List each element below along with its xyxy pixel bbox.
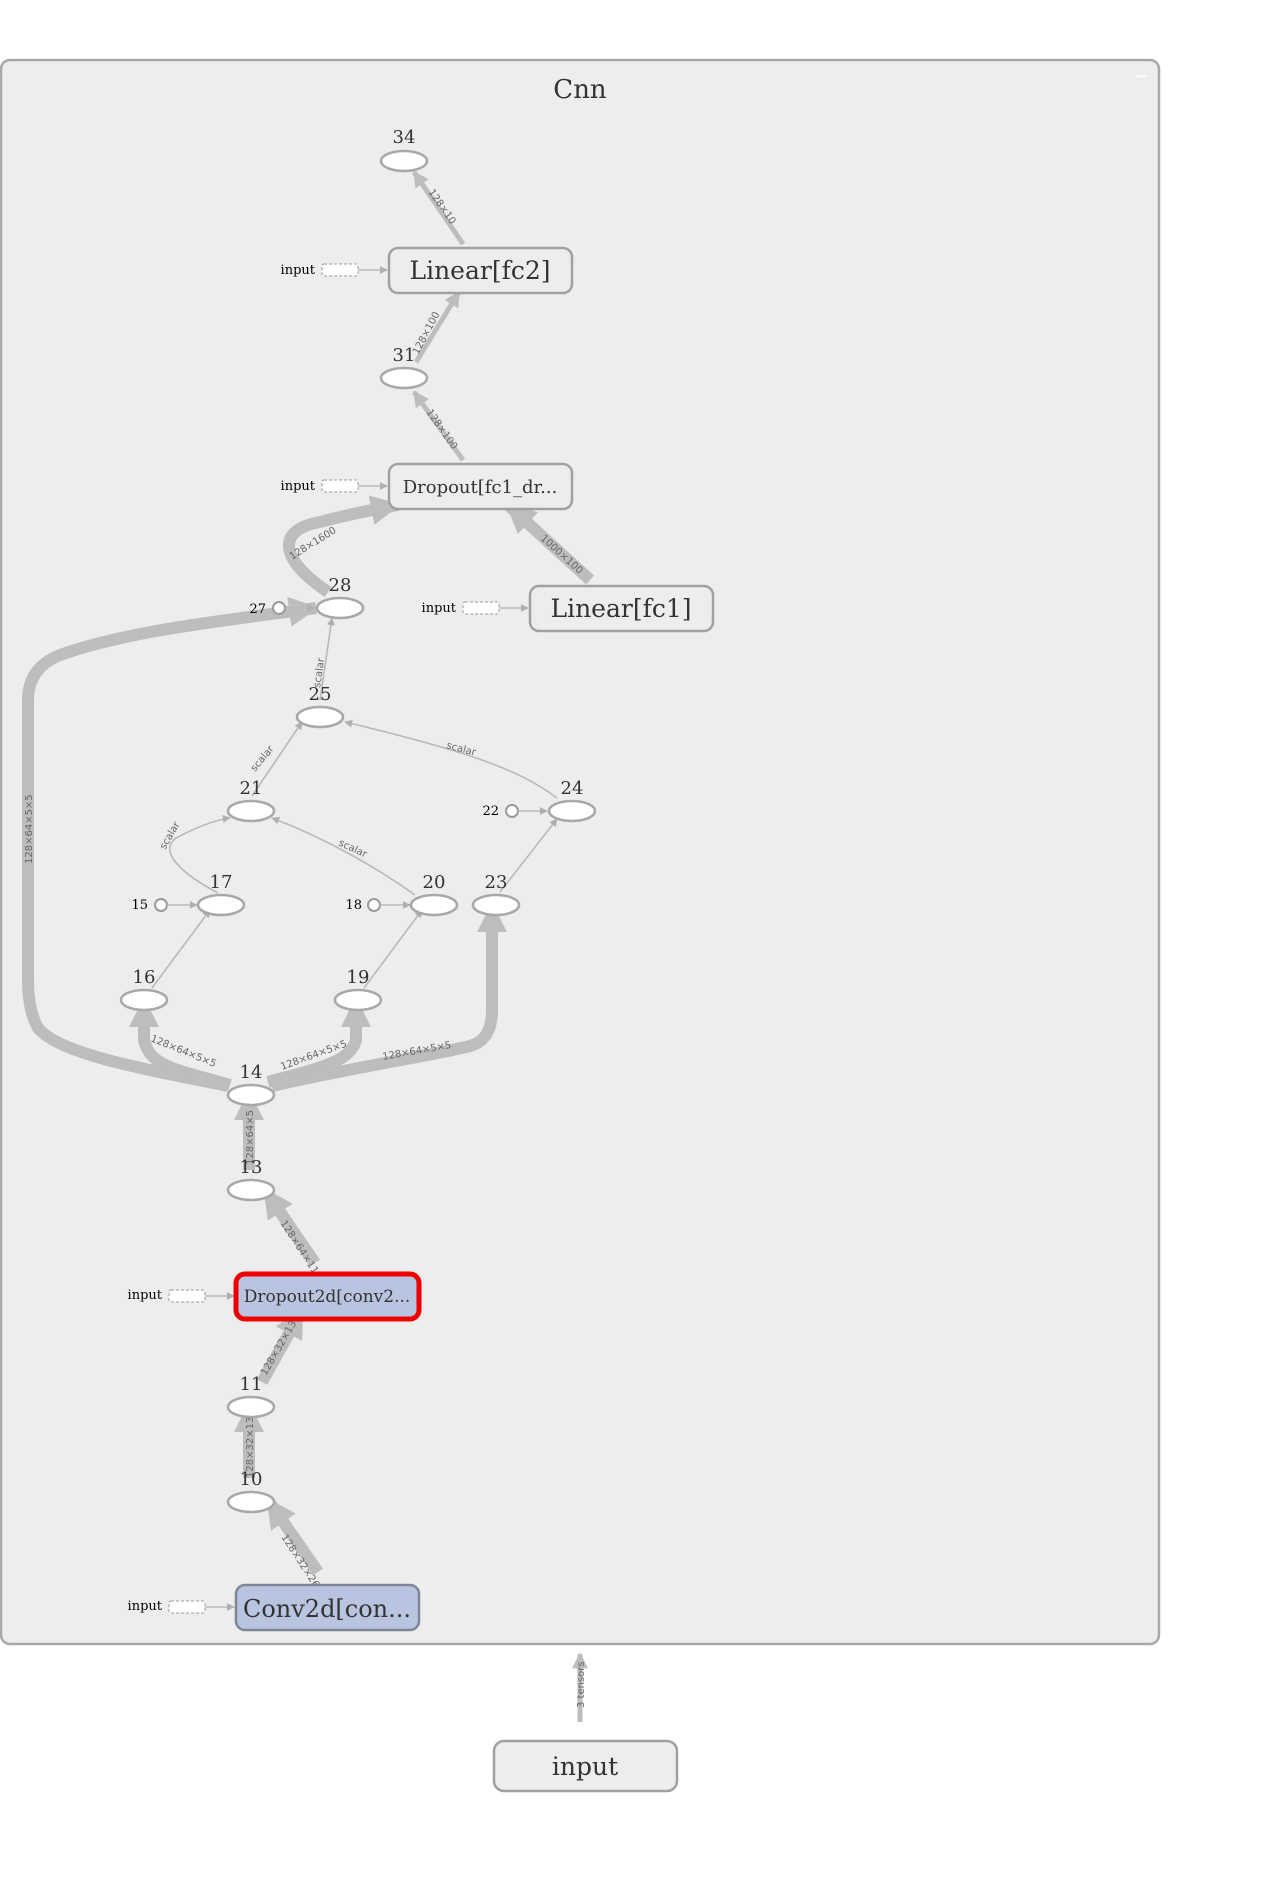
stub-dropout[interactable]: input (281, 479, 388, 494)
dropout2d-node[interactable]: Dropout2d[conv2... (233, 1271, 422, 1322)
cnn-group[interactable]: Cnn − (0, 58, 1161, 1646)
node-label: 19 (347, 967, 370, 988)
node-label: 31 (393, 345, 416, 366)
node-17[interactable]: 17 (196, 872, 246, 917)
const-label: 15 (131, 898, 148, 913)
dropout-label: Dropout[fc1_dr... (403, 477, 558, 498)
node-label: 13 (240, 1157, 263, 1178)
const-15[interactable]: 15 (131, 898, 198, 913)
node-31[interactable]: 31 (379, 345, 429, 390)
edge-16-17 (151, 909, 211, 989)
node-10[interactable]: 10 (226, 1469, 276, 1514)
node-28[interactable]: 28 (315, 575, 365, 620)
node-label: 23 (485, 872, 508, 893)
edge-label: 128×64×5×5 (24, 794, 35, 864)
node-11[interactable]: 11 (226, 1374, 276, 1419)
dropout-node[interactable]: Dropout[fc1_dr... (387, 462, 574, 511)
input-label: input (552, 1752, 618, 1781)
edge-19-20 (363, 909, 423, 989)
const-label: 22 (482, 804, 499, 819)
node-13[interactable]: 13 (226, 1157, 276, 1202)
fc2-label: Linear[fc2] (409, 256, 550, 285)
node-label: 16 (133, 967, 156, 988)
stub-fc1[interactable]: input (422, 601, 529, 616)
node-16[interactable]: 16 (119, 967, 169, 1012)
edge-label: 3 tensors (576, 1661, 587, 1708)
const-label: 27 (249, 602, 266, 617)
node-label: 24 (561, 778, 584, 799)
node-25[interactable]: 25 (295, 684, 345, 729)
edge-label: scalar (312, 656, 327, 688)
node-24[interactable]: 24 (547, 778, 597, 823)
const-18[interactable]: 18 (345, 898, 411, 913)
stub-label: input (281, 263, 316, 278)
node-label: 34 (393, 127, 416, 148)
node-23[interactable]: 23 (471, 872, 521, 917)
node-label: 20 (423, 872, 446, 893)
node-label: 25 (309, 684, 332, 705)
conv2d-node[interactable]: Conv2d[con... (234, 1583, 421, 1632)
node-label: 11 (240, 1374, 263, 1395)
stub-fc2[interactable]: input (281, 263, 388, 278)
node-19[interactable]: 19 (333, 967, 383, 1012)
stub-label: input (422, 601, 457, 616)
const-22[interactable]: 22 (482, 804, 548, 819)
input-node[interactable]: input (492, 1739, 679, 1793)
node-label: 10 (240, 1469, 263, 1490)
dropout2d-label: Dropout2d[conv2... (244, 1287, 411, 1307)
node-label: 14 (240, 1062, 263, 1083)
conv2d-label: Conv2d[con... (243, 1595, 411, 1623)
group-title: Cnn (553, 75, 607, 105)
const-27[interactable]: 27 (249, 601, 315, 617)
node-label: 17 (210, 872, 233, 893)
edge-23-24 (499, 818, 558, 893)
stub-dropout2d[interactable]: input (128, 1288, 235, 1303)
collapse-icon[interactable]: − (1133, 66, 1148, 87)
const-label: 18 (345, 898, 362, 913)
edge-label: 128×64×5 (245, 1110, 256, 1165)
stub-label: input (128, 1288, 163, 1303)
node-14[interactable]: 14 (226, 1062, 276, 1107)
edge-input-cnn: 3 tensors (572, 1652, 588, 1722)
edge-25-28: scalar (312, 617, 335, 701)
linear-fc2-node[interactable]: Linear[fc2] (387, 246, 574, 295)
node-label: 28 (329, 575, 352, 596)
stub-conv[interactable]: input (128, 1599, 235, 1614)
node-label: 21 (240, 778, 263, 799)
edge-label: 128×32×13 (245, 1417, 256, 1478)
fc1-label: Linear[fc1] (550, 594, 691, 623)
node-34[interactable]: 34 (379, 127, 429, 173)
linear-fc1-node[interactable]: Linear[fc1] (528, 584, 715, 633)
node-21[interactable]: 21 (226, 778, 276, 823)
stub-label: input (281, 479, 316, 494)
node-20[interactable]: 20 (409, 872, 459, 917)
edge-14-28: 128×64×5×5 (22, 596, 319, 1092)
stub-label: input (128, 1599, 163, 1614)
